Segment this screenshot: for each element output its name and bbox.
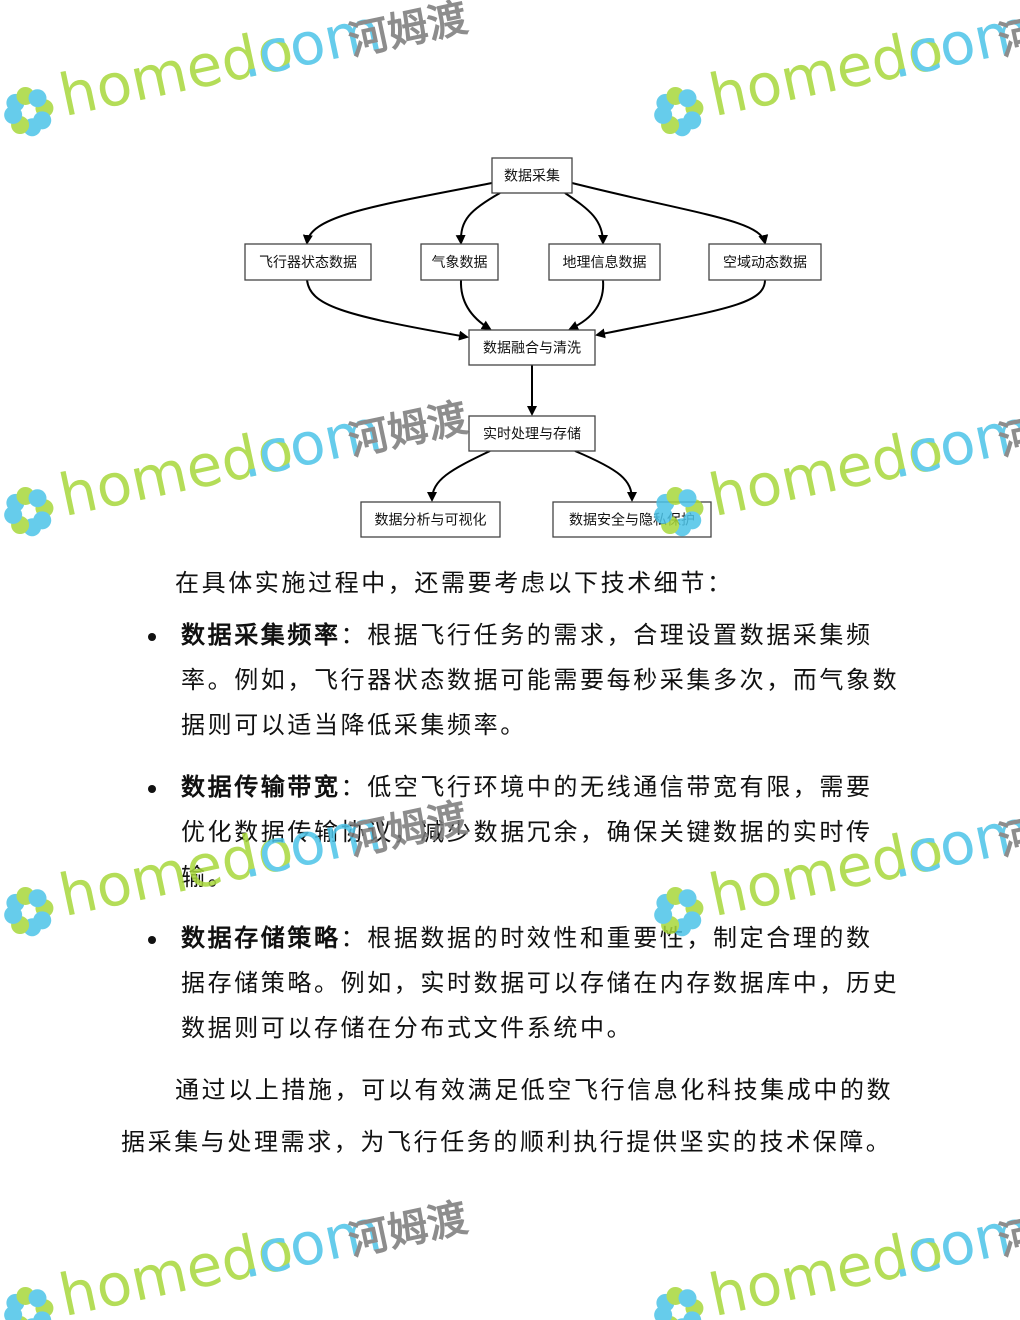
node-box: [548, 243, 661, 281]
watermark-domain: .com: [883, 1196, 1020, 1292]
node-box: [360, 501, 501, 538]
node-label: 飞行器状态数据: [259, 255, 357, 271]
edge-realtime-security: [574, 450, 637, 502]
node-realtime: 实时处理与存储: [468, 415, 596, 452]
edge-aircraft-fusion: [306, 279, 469, 341]
bullet-text: ：根据飞行任务的需求，合理设置数据采集频: [340, 621, 873, 649]
edge-collect-aircraft: [302, 182, 493, 245]
bullet-text: ：根据数据的时效性和重要性，制定合理的数: [340, 924, 873, 952]
node-security: 数据安全与隐私保护: [552, 501, 712, 538]
watermark-cn: 河姆渡: [345, 1195, 472, 1265]
intro-paragraph: 在具体实施过程中，还需要考虑以下技术细节：: [175, 569, 734, 597]
node-collect: 数据采集: [491, 157, 573, 194]
flower-logo-icon: [4, 1286, 54, 1320]
node-box: [468, 415, 596, 452]
edge-geo-fusion: [568, 279, 605, 331]
bullet-dot: [148, 936, 156, 944]
bullet-line: 数据则可以存储在分布式文件系统中。: [181, 1014, 634, 1042]
watermark-domain: .com: [233, 1196, 386, 1292]
edge-collect-geo: [564, 192, 608, 245]
edge-collect-airspace: [571, 182, 769, 245]
node-analysis: 数据分析与可视化: [360, 501, 501, 538]
conclusion-line: 据采集与处理需求，为飞行任务的顺利执行提供坚实的技术保障。: [121, 1128, 893, 1156]
bullet-text: ：低空飞行环境中的无线通信带宽有限，需要: [340, 773, 873, 801]
watermark-cn: 河姆渡: [995, 795, 1020, 865]
node-label: 气象数据: [432, 255, 488, 271]
node-label: 地理信息数据: [563, 254, 647, 271]
edge-collect-weather: [455, 192, 501, 245]
node-box: [708, 243, 822, 281]
node-label: 数据采集: [504, 168, 560, 185]
edge-airspace-fusion: [595, 279, 766, 339]
bullet-line: 数据采集频率：根据飞行任务的需求，合理设置数据采集频: [181, 620, 873, 650]
bullet-line: 输。: [181, 863, 235, 891]
node-box: [420, 243, 499, 281]
node-label: 数据融合与清洗: [483, 341, 581, 357]
node-label: 数据分析与可视化: [375, 513, 487, 529]
node-box: [244, 243, 372, 281]
bullet-label: 数据存储策略: [181, 923, 341, 952]
node-geo: 地理信息数据: [548, 243, 661, 281]
node-box: [468, 329, 596, 366]
edge-realtime-analysis: [427, 450, 491, 502]
bullet-line: 数据存储策略：根据数据的时效性和重要性，制定合理的数: [181, 923, 873, 953]
bullet-dot: [148, 633, 156, 641]
flower-logo-icon: [4, 886, 54, 937]
bullet-line: 率。例如，飞行器状态数据可能需要每秒采集多次，而气象数: [181, 666, 900, 694]
watermark-domain: .com: [883, 796, 1020, 892]
flower-logo-icon: [654, 1286, 704, 1320]
node-fusion: 数据融合与清洗: [468, 329, 596, 366]
watermark-cn: 河姆渡: [995, 1195, 1020, 1265]
conclusion-line: 通过以上措施，可以有效满足低空飞行信息化科技集成中的数: [175, 1076, 894, 1104]
bullet-line: 数据传输带宽：低空飞行环境中的无线通信带宽有限，需要: [181, 772, 873, 802]
node-label: 空域动态数据: [723, 255, 807, 271]
node-weather: 气象数据: [420, 243, 499, 281]
node-airspace: 空域动态数据: [708, 243, 822, 281]
node-label: 实时处理与存储: [483, 427, 581, 443]
watermark-brand: homedo: [703, 1214, 949, 1320]
bullet-line: 优化数据传输协议，减少数据冗余，确保关键数据的实时传: [181, 818, 873, 846]
bullet-label: 数据传输带宽: [181, 772, 341, 801]
node-box: [491, 157, 573, 194]
node-aircraft: 飞行器状态数据: [244, 243, 372, 281]
bullet-label: 数据采集频率: [181, 620, 341, 649]
bullet-line: 据存储策略。例如，实时数据可以存储在内存数据库中，历史: [181, 969, 900, 997]
edge-weather-fusion: [459, 279, 492, 331]
node-label: 数据安全与隐私保护: [569, 512, 695, 529]
watermark-brand: homedo: [53, 1214, 299, 1320]
bullet-line: 据则可以适当降低采集频率。: [181, 711, 527, 739]
bullet-dot: [148, 785, 156, 793]
